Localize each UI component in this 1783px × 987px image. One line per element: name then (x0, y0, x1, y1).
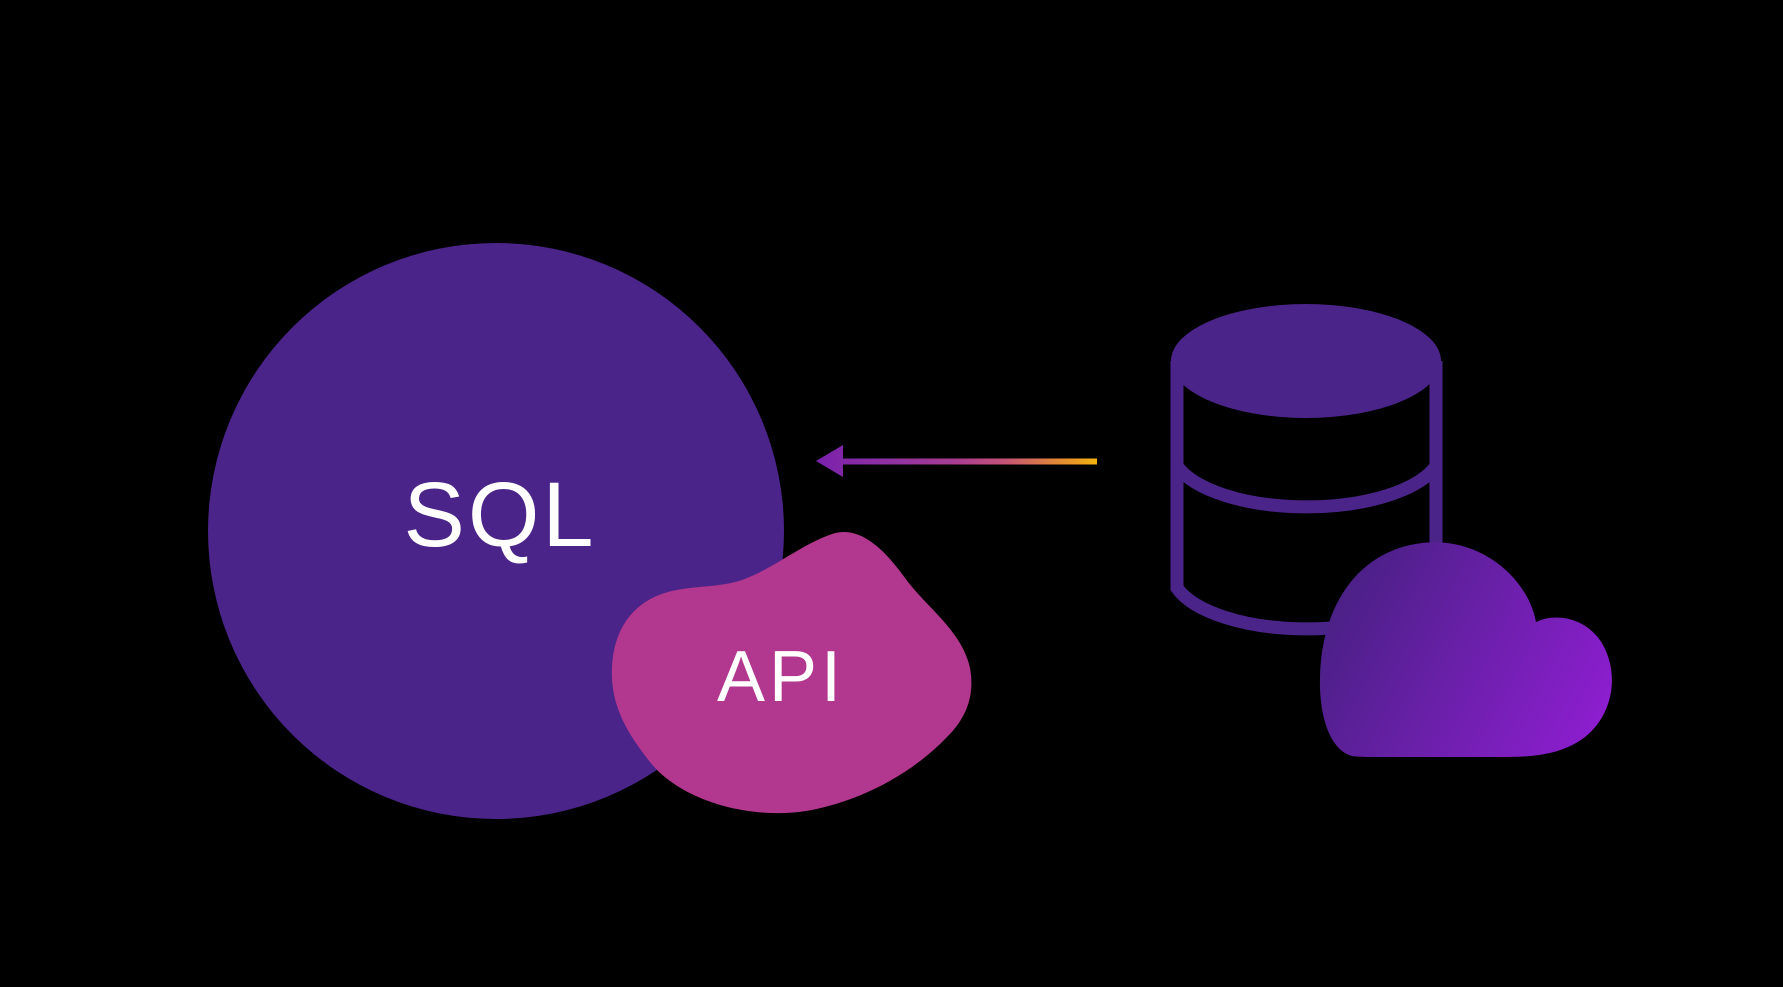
api-blob (611, 532, 972, 814)
database-top-ellipse (1171, 304, 1441, 418)
cloud-icon (1319, 542, 1612, 757)
arrow-shaft (841, 458, 1097, 465)
arrow-head (816, 445, 843, 477)
api-label: API (717, 637, 845, 717)
data-flow-arrow-icon (816, 445, 1097, 477)
database-divider-line (1171, 462, 1442, 514)
sql-label: SQL (403, 464, 596, 566)
